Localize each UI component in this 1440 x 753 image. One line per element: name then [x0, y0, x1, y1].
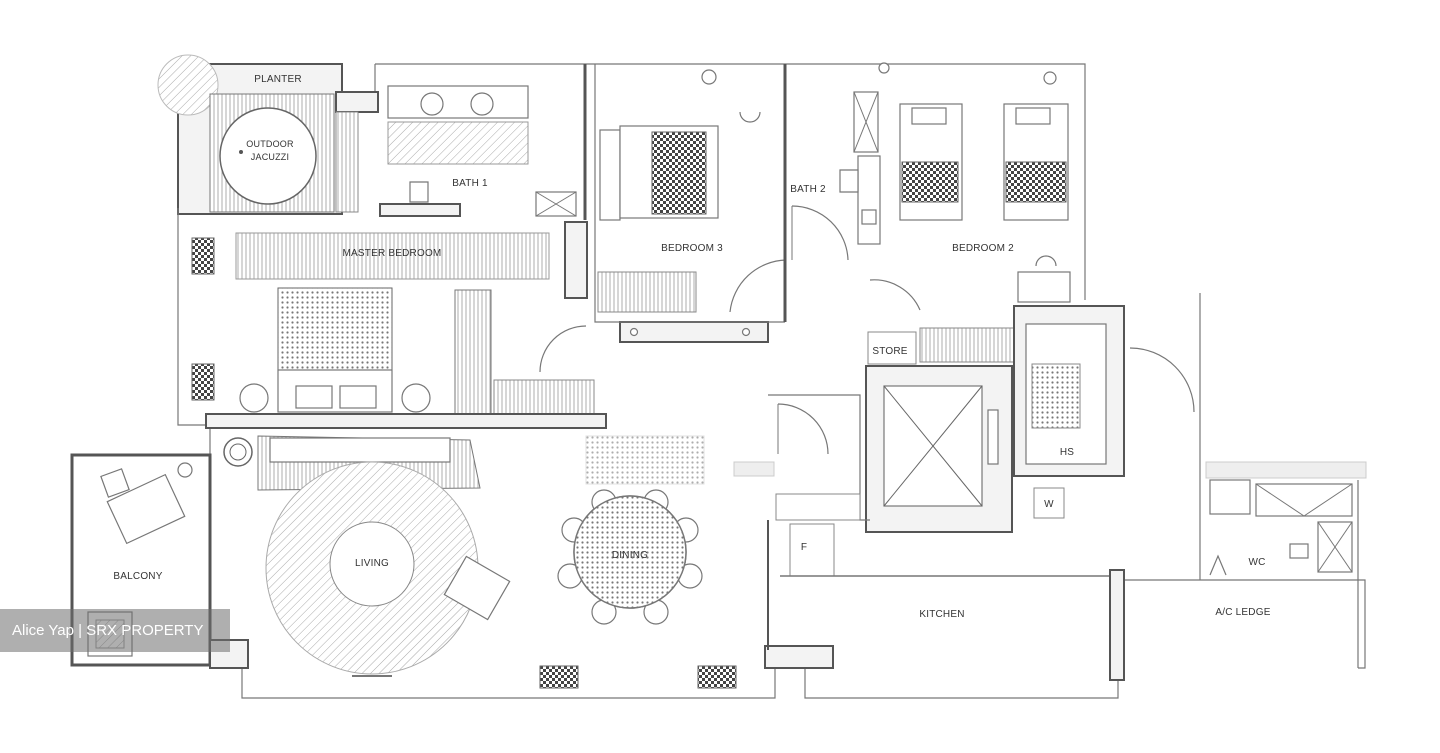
- label-ac-ledge: A/C LEDGE: [1215, 607, 1270, 618]
- core-area: [865, 305, 1195, 533]
- label-outdoor: OUTDOOR: [246, 139, 294, 149]
- living: [223, 435, 705, 675]
- label-balcony: BALCONY: [113, 571, 162, 582]
- bath-1: [379, 64, 587, 220]
- label-dining: DINING: [612, 550, 648, 561]
- label-jacuzzi: JACUZZI: [251, 152, 289, 162]
- corridor: [733, 394, 870, 521]
- label-bedroom-3: BEDROOM 3: [661, 243, 723, 254]
- bedroom-3: [539, 64, 787, 373]
- room-labels: PLANTER OUTDOOR JACUZZI BATH 1 MASTER BE…: [113, 74, 1270, 620]
- label-master-bedroom: MASTER BEDROOM: [343, 248, 442, 259]
- label-hs: HS: [1060, 447, 1074, 458]
- service-area: [1205, 461, 1367, 576]
- planter-area: [157, 54, 379, 213]
- label-planter: PLANTER: [254, 74, 302, 85]
- label-living: LIVING: [355, 558, 389, 569]
- kitchen: [767, 520, 1125, 681]
- label-bedroom-2: BEDROOM 2: [952, 243, 1014, 254]
- dining: [557, 489, 703, 625]
- master-bedroom: [191, 221, 607, 429]
- label-bath-2: BATH 2: [790, 184, 826, 195]
- label-kitchen: KITCHEN: [919, 609, 964, 620]
- label-w: W: [1044, 499, 1054, 510]
- watermark: Alice Yap | SRX PROPERTY: [0, 609, 230, 652]
- bath-2: [783, 62, 890, 322]
- label-wc: WC: [1248, 557, 1265, 568]
- label-bath-1: BATH 1: [452, 178, 488, 189]
- bedroom-2: [869, 71, 1071, 363]
- label-f: F: [801, 542, 807, 553]
- label-store: STORE: [872, 346, 907, 357]
